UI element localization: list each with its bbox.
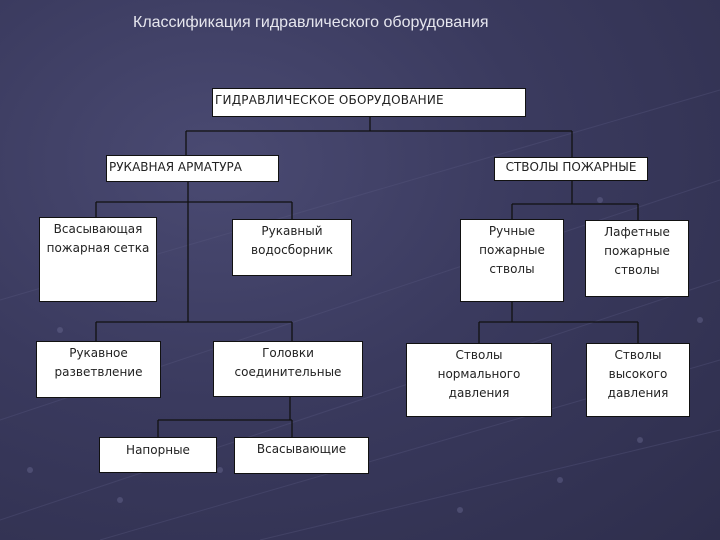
hose-collector-node: Рукавный водосборник <box>232 219 352 276</box>
page-title: Классификация гидравлического оборудован… <box>133 14 489 31</box>
node-line: разветвление <box>54 365 143 379</box>
node-line: пожарная сетка <box>46 241 150 255</box>
root-node-label: ГИДРАВЛИЧЕСКОЕ ОБОРУДОВАНИЕ <box>215 93 444 107</box>
node-line: пожарные <box>479 243 545 257</box>
node-line: давления <box>448 386 510 400</box>
hose-branching-node: Рукавное разветвление <box>36 341 161 398</box>
node-line: давления <box>607 386 669 400</box>
node-line: Всасывающие <box>256 442 347 456</box>
fire-nozzles-node: СТВОЛЫ ПОЖАРНЫЕ <box>494 157 648 181</box>
node-line: Стволы <box>614 348 662 362</box>
node-line: Всасывающая <box>53 222 143 236</box>
node-line: стволы <box>489 262 535 276</box>
node-line: Головки <box>262 346 314 360</box>
node-line: соединительные <box>234 365 342 379</box>
pressure-heads-node: Напорные <box>99 437 217 473</box>
hose-fittings-node: РУКАВНАЯ АРМАТУРА <box>106 155 279 182</box>
node-line: Рукавный <box>261 224 323 238</box>
node-line: Ручные <box>488 224 536 238</box>
node-line: высокого <box>608 367 668 381</box>
node-line: Стволы <box>455 348 503 362</box>
fire-nozzles-label: СТВОЛЫ ПОЖАРНЫЕ <box>505 160 637 174</box>
suction-heads-node: Всасывающие <box>234 437 369 474</box>
high-pressure-node: Стволы высокого давления <box>586 343 690 417</box>
suction-strainer-node: Всасывающая пожарная сетка <box>39 217 157 302</box>
node-line: пожарные <box>604 244 670 258</box>
normal-pressure-node: Стволы нормального давления <box>406 343 552 417</box>
root-node: ГИДРАВЛИЧЕСКОЕ ОБОРУДОВАНИЕ <box>212 88 526 117</box>
node-line: нормального <box>437 367 521 381</box>
node-line: Напорные <box>126 443 190 457</box>
node-line: стволы <box>614 263 660 277</box>
hose-fittings-label: РУКАВНАЯ АРМАТУРА <box>109 160 242 174</box>
connecting-heads-node: Головки соединительные <box>213 341 363 397</box>
node-line: водосборник <box>251 243 333 257</box>
monitor-nozzles-node: Лафетные пожарные стволы <box>585 220 689 297</box>
node-line: Лафетные <box>604 225 670 239</box>
node-line: Рукавное <box>69 346 128 360</box>
manual-nozzles-node: Ручные пожарные стволы <box>460 219 564 302</box>
